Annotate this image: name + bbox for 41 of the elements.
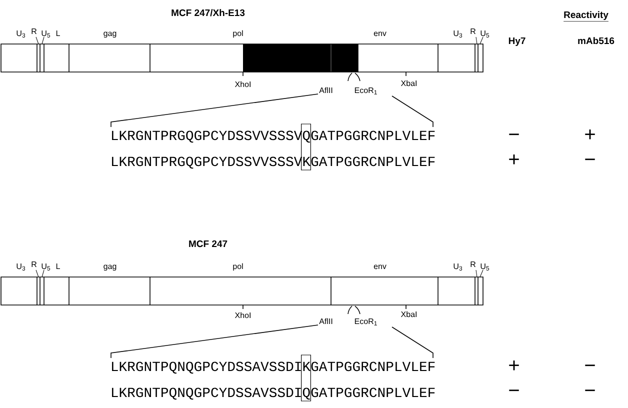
segment-label: U$_{3}$ <box>16 264 26 270</box>
construct-title: MCF 247/Xh-E13 <box>172 9 245 16</box>
reactivity-sign: − <box>509 390 519 392</box>
segment-label: pol <box>233 30 243 38</box>
segment-label: U$_{5}$ <box>42 264 50 270</box>
segment-label: U$_{3}$ <box>454 264 462 270</box>
segment-label: env <box>374 264 386 270</box>
segment-label: R <box>32 28 37 34</box>
segment-label: U$_{5}$ <box>42 30 50 38</box>
column-heading: Reactivity <box>563 11 609 22</box>
segment-label: env <box>374 32 386 36</box>
segment-label: R <box>470 262 476 267</box>
reactivity-sign: − <box>585 390 595 392</box>
construct-title: MCF 247 <box>189 240 228 248</box>
reactivity-sign: − <box>585 158 595 160</box>
segment-label: pol <box>233 263 243 271</box>
reactivity-sign: + <box>509 360 519 370</box>
segment-label: L <box>56 264 60 269</box>
segment-label: U$_{3}$ <box>454 30 462 38</box>
segment-label: gag <box>104 32 116 38</box>
segment-label: XhoI <box>234 81 250 88</box>
reactivity-sign: − <box>509 134 519 136</box>
reactivity-sign: + <box>585 129 595 140</box>
segment-label: EcoR$_{1}$ <box>354 88 377 94</box>
segment-label: U$_{5}$ <box>480 30 490 38</box>
segment-label: EcoR$_{1}$ <box>354 318 377 326</box>
segment-label: U$_{5}$ <box>480 264 490 270</box>
reactivity-sign: − <box>585 364 595 366</box>
column-heading: mAb516 <box>578 37 614 44</box>
segment-label: U$_{3}$ <box>16 30 26 38</box>
segment-label: R <box>32 262 37 267</box>
reactivity-sign: + <box>509 154 519 164</box>
segment-label: XbaI <box>400 311 416 318</box>
segment-label: AflII <box>319 87 332 93</box>
segment-label: AflII <box>319 318 332 324</box>
segment-label: L <box>56 30 60 36</box>
segment-label: R <box>470 28 476 34</box>
segment-label: gag <box>104 264 116 271</box>
column-heading: Hy7 <box>508 37 526 46</box>
segment-label: XbaI <box>400 80 416 86</box>
segment-label: XhoI <box>234 312 250 318</box>
